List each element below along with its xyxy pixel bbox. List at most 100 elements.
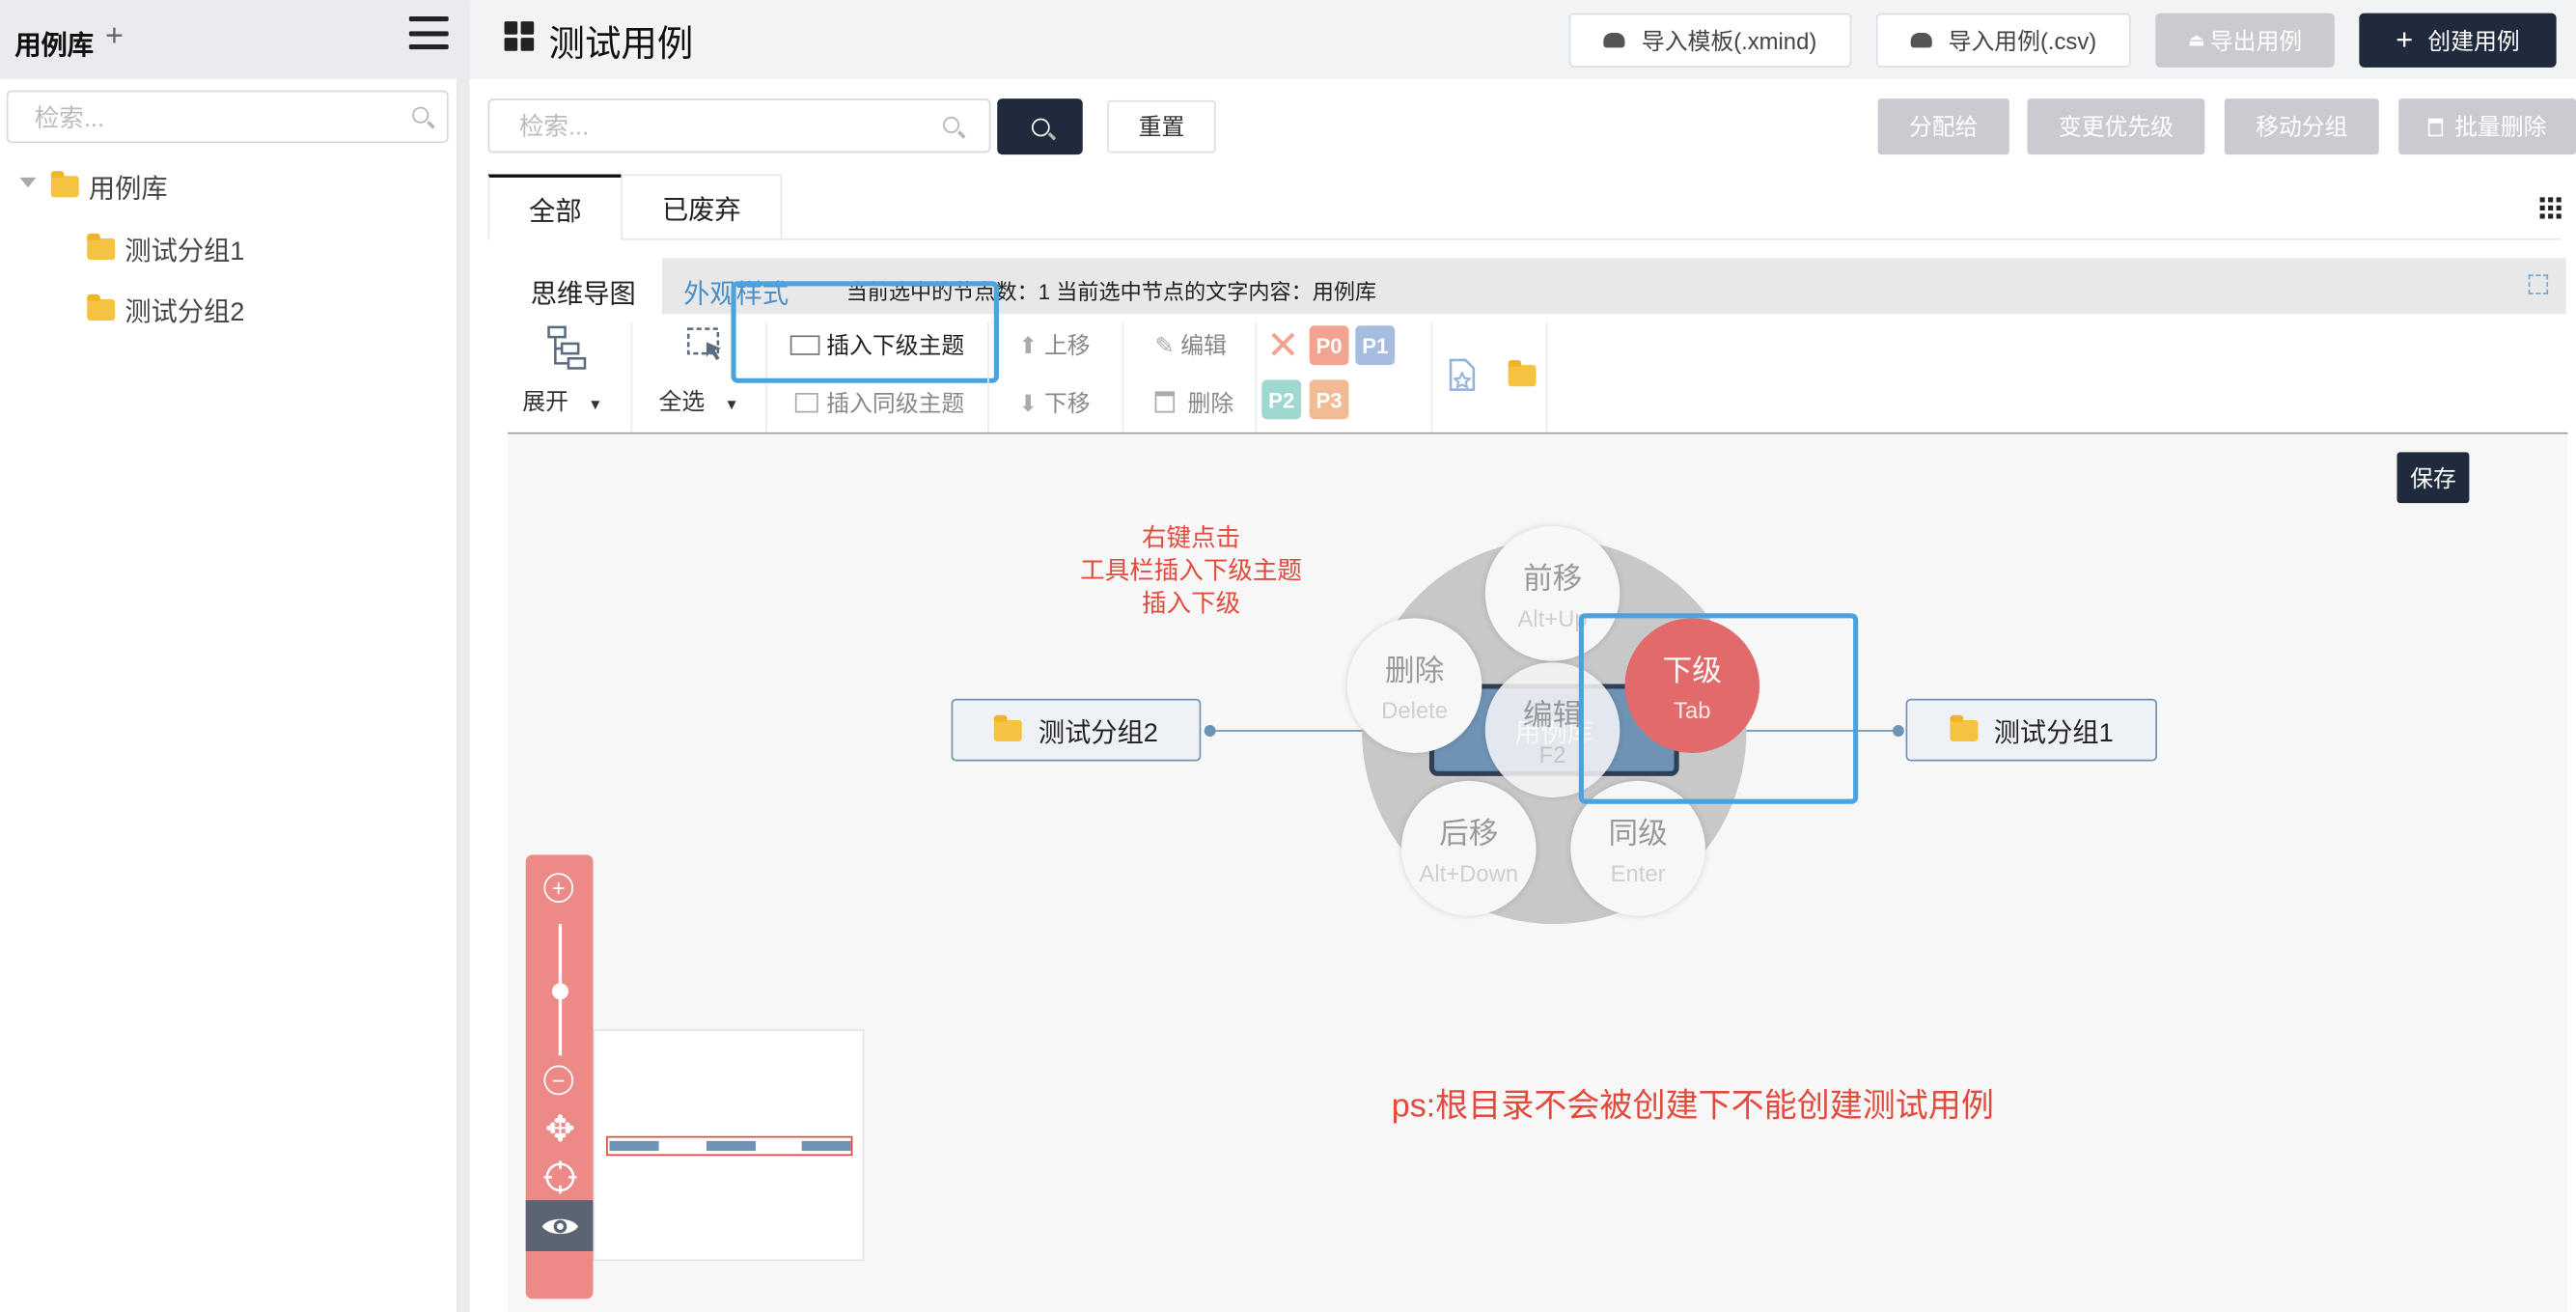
delete-button[interactable]: 删除 — [1154, 386, 1233, 419]
create-case-label: 创建用例 — [2427, 27, 2520, 54]
edit-button[interactable]: ✎ 编辑 — [1155, 329, 1227, 362]
sidebar — [0, 0, 458, 1312]
annotation-line: 右键点击 — [1142, 524, 1241, 553]
tab-abandoned[interactable]: 已废弃 — [621, 174, 783, 240]
zoom-slider-handle[interactable] — [551, 983, 568, 1000]
expand-dropdown[interactable]: 展开 ▼ — [522, 385, 602, 418]
folder-icon — [87, 293, 116, 321]
locate-icon[interactable] — [542, 1159, 578, 1195]
apps-grid-icon[interactable] — [2539, 197, 2562, 219]
annotation-line: 插入下级 — [1142, 590, 1241, 619]
grid-icon — [504, 21, 535, 51]
insert-sibling-icon — [794, 393, 818, 413]
insert-sibling-button[interactable]: 插入同级主题 — [794, 386, 964, 419]
radial-add-child[interactable]: 下级 Tab — [1624, 618, 1760, 753]
sidebar-search-input[interactable]: 检索... — [6, 90, 449, 144]
radial-label: 下级 — [1662, 654, 1722, 687]
assign-button[interactable]: 分配给 — [1877, 98, 2009, 155]
priority-p2[interactable]: P2 — [1261, 379, 1302, 420]
remove-priority-icon[interactable]: ✕ — [1266, 322, 1300, 368]
tree-item-root[interactable]: 用例库 — [50, 166, 168, 206]
import-template-button[interactable]: 导入模板(.xmind) — [1568, 13, 1852, 68]
export-button[interactable]: ⏏ 导出用例 — [2155, 13, 2335, 68]
toolbar-divider — [987, 321, 989, 434]
node-label: 测试分组2 — [1038, 719, 1158, 748]
radial-edit[interactable]: 编辑 F2 — [1484, 662, 1620, 797]
create-case-button[interactable]: + 创建用例 — [2359, 13, 2557, 68]
import-template-label: 导入模板(.xmind) — [1641, 27, 1817, 54]
select-all-icon[interactable] — [685, 325, 728, 368]
move-up-button[interactable]: ⬆ 上移 — [1018, 329, 1090, 362]
radial-shortcut: Alt+Up — [1517, 604, 1588, 631]
folder-icon[interactable] — [1505, 359, 1537, 390]
priority-p0[interactable]: P0 — [1309, 325, 1349, 366]
page-title: 测试用例 — [548, 22, 694, 65]
zoom-out-icon[interactable]: − — [543, 1065, 574, 1096]
move-down-button[interactable]: ⬇ 下移 — [1018, 386, 1090, 419]
toolbar-divider — [1430, 321, 1433, 434]
fullscreen-icon[interactable] — [2528, 274, 2549, 294]
sidebar-gutter[interactable] — [457, 0, 470, 1312]
tree-expand-icon[interactable] — [19, 177, 37, 188]
folder-icon — [993, 713, 1022, 741]
priority-p3[interactable]: P3 — [1309, 379, 1349, 420]
case-search-input[interactable]: 检索... — [487, 98, 991, 154]
arrow-up-icon: ⬆ — [1018, 332, 1039, 359]
chevron-down-icon: ▼ — [588, 396, 603, 413]
connector-left — [1208, 730, 1374, 732]
insert-child-label: 插入下级主题 — [826, 332, 965, 359]
mindmap-tab-label[interactable]: 思维导图 — [530, 281, 636, 310]
save-button[interactable]: 保存 — [2396, 452, 2470, 504]
reset-button[interactable]: 重置 — [1107, 99, 1216, 154]
select-all-dropdown[interactable]: 全选 ▼ — [659, 385, 739, 418]
add-library-button[interactable]: + — [104, 19, 124, 55]
zoom-in-icon[interactable]: + — [543, 873, 574, 903]
toolbar-bottom-line — [507, 432, 2568, 434]
trash-icon — [2427, 117, 2444, 136]
radial-move-back[interactable]: 后移 Alt+Down — [1400, 780, 1537, 916]
mindmap-node-group2[interactable]: 测试分组2 — [951, 698, 1202, 762]
minimap[interactable] — [593, 1029, 865, 1262]
minimap-toggle[interactable] — [525, 1200, 594, 1251]
folder-icon — [50, 170, 79, 197]
edit-icon: ✎ — [1154, 332, 1175, 359]
move-icon[interactable]: ✥ — [544, 1107, 576, 1150]
tab-all[interactable]: 全部 — [487, 174, 623, 240]
select-all-label: 全选 — [658, 387, 706, 415]
insert-child-icon — [789, 335, 820, 355]
radial-shortcut: Alt+Down — [1419, 859, 1519, 886]
tree-item-label: 测试分组1 — [125, 237, 245, 266]
export-label: 导出用例 — [2209, 27, 2303, 54]
document-icon[interactable] — [1448, 358, 1478, 391]
toolbar-divider — [1255, 321, 1258, 434]
expand-label: 展开 — [522, 387, 568, 415]
minimap-node — [609, 1140, 659, 1152]
change-priority-button[interactable]: 变更优先级 — [2027, 98, 2205, 155]
search-button[interactable] — [997, 98, 1083, 155]
radial-delete[interactable]: 删除 Delete — [1346, 618, 1482, 753]
tree-item-group1[interactable]: 测试分组1 — [87, 229, 244, 268]
folder-icon — [1949, 713, 1978, 741]
priority-p1[interactable]: P1 — [1355, 325, 1396, 366]
tree-item-group2[interactable]: 测试分组2 — [87, 290, 244, 329]
search-icon — [1031, 117, 1049, 136]
menu-icon[interactable] — [408, 16, 449, 50]
mindmap-node-group1[interactable]: 测试分组1 — [1905, 698, 2157, 762]
search-icon[interactable] — [412, 106, 429, 124]
sidebar-title: 用例库 — [14, 33, 95, 62]
folder-icon — [87, 232, 116, 260]
connector-dot — [1204, 725, 1216, 737]
sidebar-search-placeholder: 检索... — [34, 104, 105, 133]
trash-icon — [1154, 391, 1176, 413]
insert-child-button[interactable]: 插入下级主题 — [789, 329, 965, 362]
batch-delete-button[interactable]: 批量删除 — [2398, 98, 2576, 155]
expand-tree-icon[interactable] — [545, 323, 588, 370]
radial-shortcut: Tab — [1674, 697, 1711, 724]
minimap-node — [801, 1140, 851, 1152]
cloud-upload-icon — [1910, 33, 1932, 48]
move-group-button[interactable]: 移动分组 — [2224, 98, 2379, 155]
radial-shortcut: Enter — [1610, 859, 1666, 886]
move-up-label: 上移 — [1043, 332, 1091, 359]
import-csv-button[interactable]: 导入用例(.csv) — [1875, 13, 2131, 68]
radial-move-forward[interactable]: 前移 Alt+Up — [1484, 525, 1620, 661]
